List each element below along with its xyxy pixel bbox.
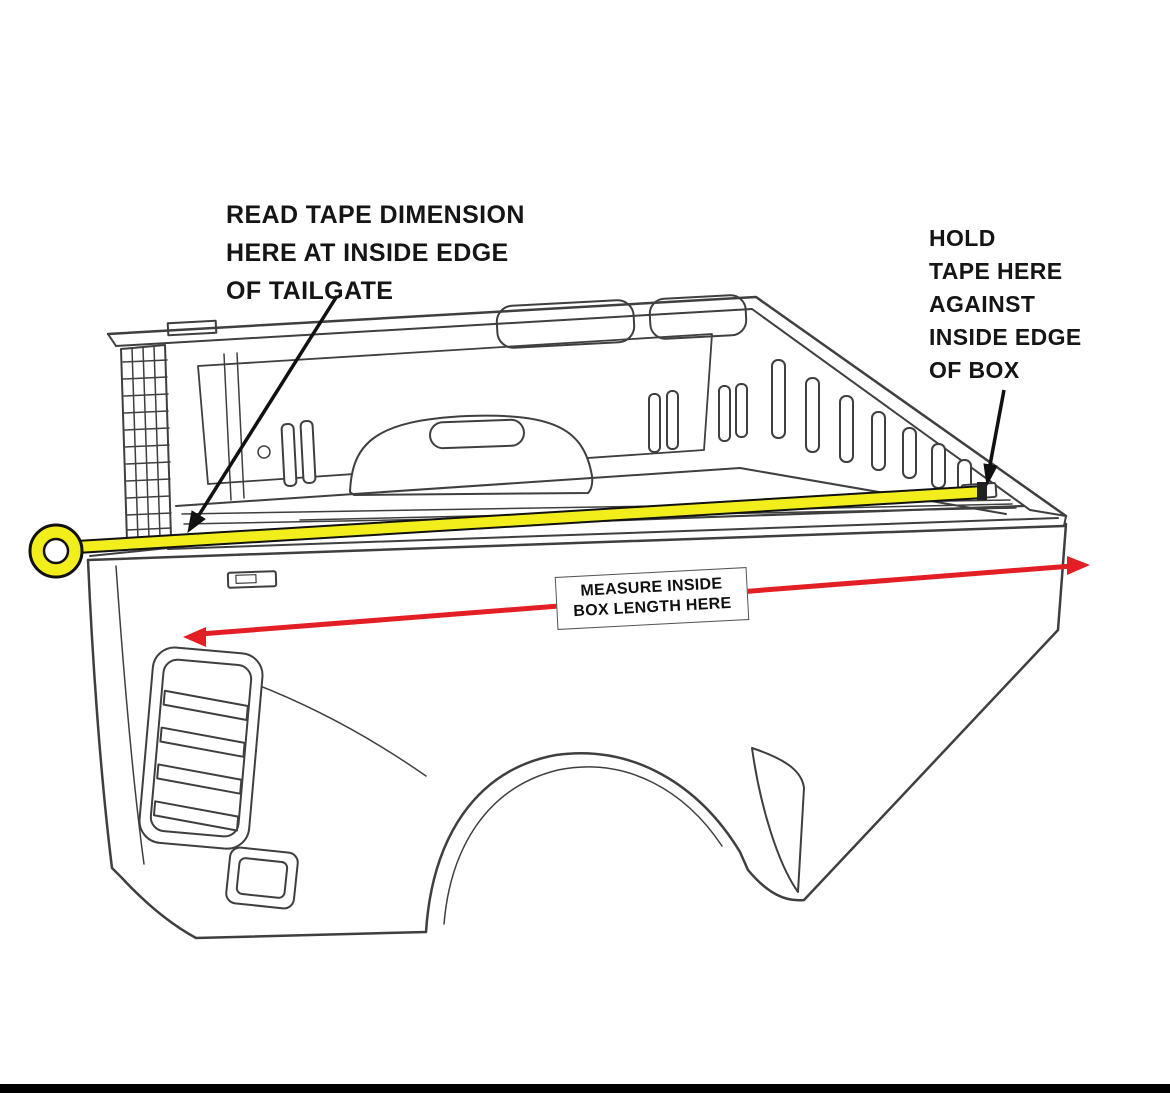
hold-tape-line: HOLD xyxy=(929,225,996,251)
body-top-edge xyxy=(86,524,1066,562)
hold-tape-line: OF BOX xyxy=(929,357,1020,383)
right-side-wall xyxy=(739,359,1007,515)
rail-detail xyxy=(166,319,218,337)
handle-recess xyxy=(349,414,594,496)
stake-pocket xyxy=(226,570,278,589)
box-edge-pointer-arrowhead xyxy=(983,463,998,487)
tailgate-pointer-arrowhead xyxy=(187,510,206,534)
measure-inside-label: MEASURE INSIDE BOX LENGTH HERE xyxy=(554,567,750,630)
bulkhead-base xyxy=(175,467,741,507)
step-pocket xyxy=(225,846,299,910)
wheel-arch-lip xyxy=(443,766,723,925)
lower-body-panel xyxy=(86,522,1068,940)
tape-measure xyxy=(28,482,987,579)
hold-tape-annotation: HOLD TAPE HERE AGAINST INSIDE EDGE OF BO… xyxy=(929,222,1082,387)
left-body-crease xyxy=(115,565,145,865)
read-tape-annotation: READ TAPE DIMENSION HERE AT INSIDE EDGE … xyxy=(226,196,525,310)
grab-handle xyxy=(429,418,525,450)
box-edge-pointer-line xyxy=(988,389,1006,466)
bulkhead-recess xyxy=(648,294,748,340)
top-rails xyxy=(106,295,1068,527)
left-mesh-panel xyxy=(120,344,172,542)
tape-end-hook xyxy=(977,482,987,500)
wall-base xyxy=(739,467,1007,515)
arrowhead-right xyxy=(1067,556,1090,575)
front-bulkhead xyxy=(175,294,748,507)
footer-bar xyxy=(0,1084,1170,1093)
hold-tape-line: AGAINST xyxy=(929,291,1036,317)
read-tape-line: OF TAILGATE xyxy=(226,277,394,305)
stake-pocket-slot xyxy=(235,574,257,584)
tape-reel-hub xyxy=(42,537,70,565)
hold-tape-line: INSIDE EDGE xyxy=(929,324,1082,350)
read-tape-line: READ TAPE DIMENSION xyxy=(226,201,525,229)
hold-tape-line: TAPE HERE xyxy=(929,258,1063,284)
tie-down-cleats xyxy=(280,383,748,488)
pointer-arrows xyxy=(187,295,1006,534)
read-tape-line: HERE AT INSIDE EDGE xyxy=(226,239,509,267)
taillight xyxy=(138,646,264,850)
tailgate-pointer-line xyxy=(197,295,339,516)
rear-flap xyxy=(751,747,805,893)
bulkhead-recess xyxy=(495,299,636,349)
arrowhead-left xyxy=(183,627,206,647)
